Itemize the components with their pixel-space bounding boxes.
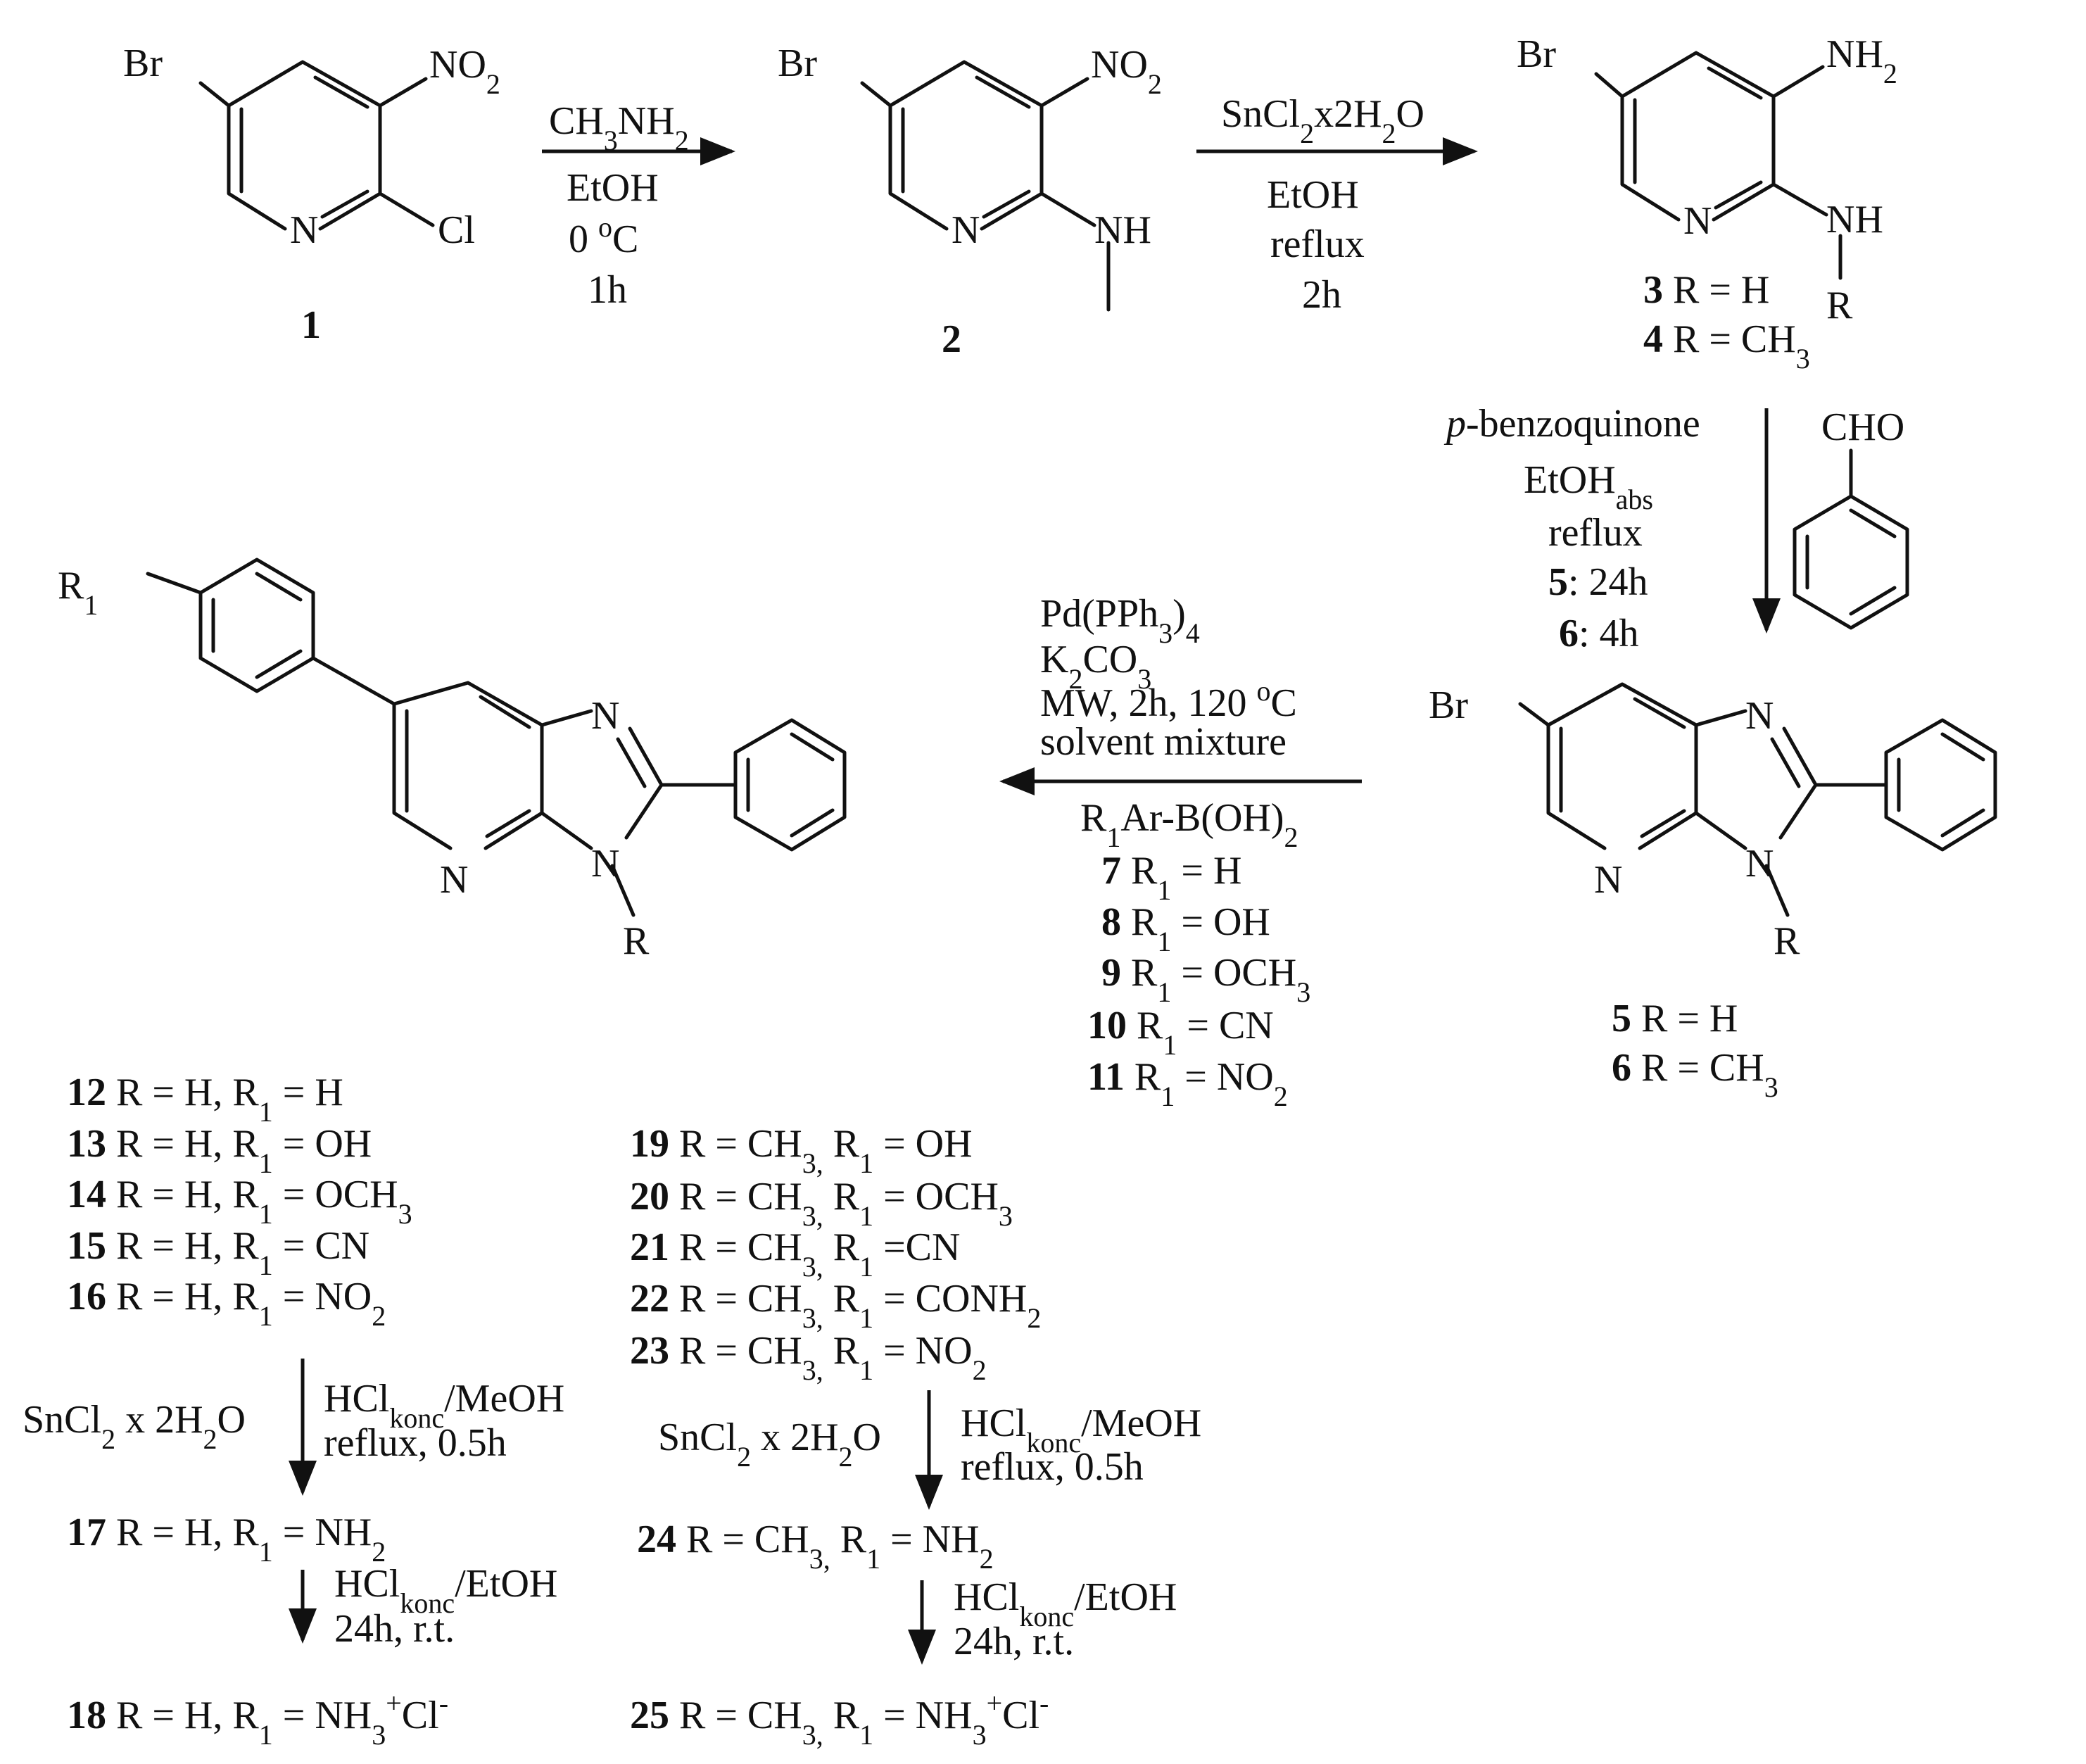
atom-cho: CHO: [1821, 405, 1904, 449]
atom-r1: R1: [58, 564, 98, 621]
atom-n: N: [290, 208, 318, 252]
compound-label-5: 5 R = H: [1612, 997, 1738, 1040]
boronic-8: 8 R1 = OH: [1101, 900, 1270, 957]
left-reduction-cascade: SnCl2 x 2H2O HClkonc/MeOH reflux, 0.5h 1…: [23, 1359, 564, 1751]
compound-label-3: 3 R = H: [1643, 268, 1769, 312]
condition-rt: 24h, r.t.: [334, 1607, 455, 1651]
condition-reflux: reflux: [1270, 222, 1365, 266]
condition-reflux: reflux, 0.5h: [961, 1445, 1144, 1489]
solvent-mixture: solvent mixture: [1040, 720, 1287, 764]
compound-label-4: 4 R = CH3: [1643, 317, 1810, 374]
conditions-mw: MW, 2h, 120 oC: [1040, 675, 1297, 726]
atom-nh: NH: [1094, 208, 1151, 252]
compound-2-structure: Br NO2 N NH 2: [778, 42, 1162, 361]
compound-label-2: 2: [942, 317, 961, 361]
compound-21: 21 R = CH3, R1 =CN: [630, 1226, 960, 1283]
compound-14: 14 R = H, R1 = OCH3: [67, 1173, 412, 1230]
compound-25: 25 R = CH3, R1 = NH3+Cl-: [630, 1687, 1049, 1751]
products-r-ch3: 19 R = CH3, R1 = OH 20 R = CH3, R1 = OCH…: [630, 1122, 1041, 1386]
atom-nh: NH: [1826, 198, 1883, 241]
compound-12: 12 R = H, R1 = H: [67, 1071, 343, 1128]
atom-br: Br: [1429, 683, 1468, 727]
condition-rt: 24h, r.t.: [954, 1620, 1074, 1663]
boronic-acid: R1Ar-B(OH)2: [1080, 796, 1298, 853]
reagent-methylamine: CH3NH2: [549, 99, 689, 156]
atom-n: N: [1594, 858, 1622, 902]
reaction-time: 2h: [1302, 273, 1341, 317]
catalyst-pd: Pd(PPh3)4: [1040, 592, 1200, 649]
products-r-h: 12 R = H, R1 = H 13 R = H, R1 = OH 14 R …: [67, 1071, 412, 1332]
compound-label-1: 1: [301, 303, 321, 347]
atom-r: R: [1774, 919, 1800, 963]
right-reduction-cascade: SnCl2 x 2H2O HClkonc/MeOH reflux, 0.5h 2…: [630, 1390, 1201, 1751]
reagent-sncl2: SnCl2 x 2H2O: [23, 1398, 246, 1455]
atom-br: Br: [1517, 32, 1556, 76]
compound-16: 16 R = H, R1 = NO2: [67, 1275, 386, 1332]
atom-cl: Cl: [438, 208, 475, 252]
atom-n: N: [1745, 842, 1774, 886]
reagent-hcl-etoh: HClkonc/EtOH: [334, 1562, 557, 1619]
atom-n: N: [591, 842, 619, 886]
step1-conditions: CH3NH2 EtOH 0 oC 1h: [542, 99, 735, 312]
solvent-etoh: EtOH: [1267, 173, 1359, 217]
reaction-time: 1h: [588, 268, 627, 312]
reagent-hcl-etoh: HClkonc/EtOH: [954, 1575, 1177, 1632]
compound-20: 20 R = CH3, R1 = OCH3: [630, 1175, 1013, 1232]
condition-reflux: reflux, 0.5h: [324, 1421, 507, 1465]
boronic-7: 7 R1 = H: [1101, 849, 1241, 906]
compound-15: 15 R = H, R1 = CN: [67, 1224, 369, 1281]
atom-br: Br: [123, 42, 163, 85]
product-structure: R1 N N N R: [58, 557, 847, 963]
compound-18: 18 R = H, R1 = NH3+Cl-: [67, 1687, 448, 1751]
compound-3-4-structure: Br NH2 N NH R 3 R = H 4 R = CH3: [1517, 32, 1897, 374]
atom-n: N: [591, 694, 619, 738]
solvent-etoh: EtOH: [567, 166, 659, 210]
atom-nh2: NH2: [1826, 32, 1897, 89]
compound-17: 17 R = H, R1 = NH2: [67, 1511, 386, 1568]
reagent-sncl2: SnCl2x2H2O: [1221, 92, 1424, 149]
time-compound-6: 6: 4h: [1559, 612, 1639, 655]
atom-n: N: [440, 858, 468, 902]
step3-conditions: p-benzoquinone EtOHabs reflux 5: 24h 6: …: [1443, 402, 1909, 655]
atom-r: R: [1826, 284, 1853, 327]
temperature: 0 oC: [569, 211, 638, 262]
condition-reflux: reflux: [1548, 511, 1643, 555]
compound-5-6-structure: Br N N N R 5 R = H 6 R = CH3: [1429, 682, 1997, 1103]
compound-1-structure: Br NO2 N Cl 1: [123, 42, 500, 347]
atom-br: Br: [778, 42, 817, 85]
compound-label-6: 6 R = CH3: [1612, 1046, 1778, 1103]
atom-n: N: [952, 208, 980, 252]
compound-22: 22 R = CH3, R1 = CONH2: [630, 1277, 1041, 1334]
base-k2co3: K2CO3: [1040, 638, 1151, 695]
reagent-hcl-meoh: HClkonc/MeOH: [961, 1401, 1201, 1459]
compound-19: 19 R = CH3, R1 = OH: [630, 1122, 973, 1179]
atom-n: N: [1683, 199, 1712, 243]
step4-conditions: Pd(PPh3)4 K2CO3 MW, 2h, 120 oC solvent m…: [999, 592, 1362, 1112]
boronic-10: 10 R1 = CN: [1087, 1004, 1274, 1061]
reagent-sncl2: SnCl2 x 2H2O: [658, 1416, 881, 1473]
boronic-9: 9 R1 = OCH3: [1101, 951, 1310, 1008]
reagent-benzoquinone: p-benzoquinone: [1443, 402, 1700, 446]
boronic-11: 11 R1 = NO2: [1087, 1055, 1288, 1112]
compound-24: 24 R = CH3, R1 = NH2: [637, 1518, 994, 1575]
time-compound-5: 5: 24h: [1548, 560, 1648, 604]
atom-no2: NO2: [429, 43, 500, 100]
step2-conditions: SnCl2x2H2O EtOH reflux 2h: [1196, 92, 1478, 317]
compound-13: 13 R = H, R1 = OH: [67, 1122, 372, 1179]
atom-n: N: [1745, 694, 1774, 738]
solvent-etoh-abs: EtOHabs: [1524, 458, 1653, 515]
reagent-hcl-meoh: HClkonc/MeOH: [324, 1377, 564, 1434]
atom-no2: NO2: [1091, 43, 1162, 100]
compound-23: 23 R = CH3, R1 = NO2: [630, 1329, 987, 1386]
atom-r: R: [623, 919, 650, 963]
